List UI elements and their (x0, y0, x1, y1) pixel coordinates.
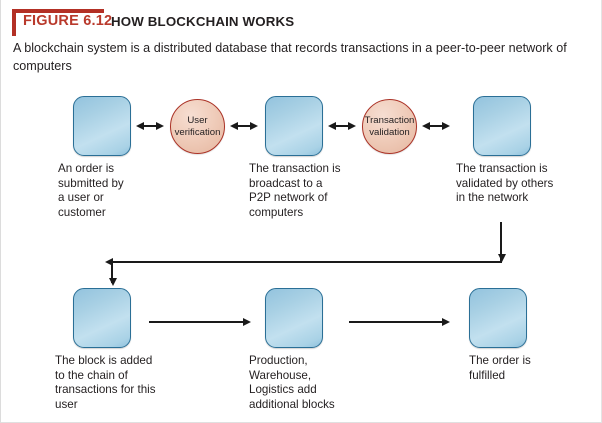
wrap-connector-head-left (105, 257, 113, 266)
caption-order-submitted: An order is submitted by a user or custo… (58, 162, 124, 219)
arrow-validation-box3-head-left (422, 121, 430, 130)
arrow-box1-verification-head-right (156, 121, 164, 130)
figure-description: A blockchain system is a distributed dat… (13, 41, 567, 73)
node-transaction-validated (473, 96, 531, 156)
caption-order-fulfilled: The order is fulfilled (469, 354, 531, 382)
caption-transaction-broadcast: The transaction is broadcast to a P2P ne… (249, 162, 341, 219)
node-production-warehouse (265, 288, 323, 348)
caption-transaction-validated: The transaction is validated by others i… (456, 162, 554, 205)
gate-transaction-validation: Transaction validation (362, 99, 417, 154)
wrap-connector-horizontal (111, 261, 502, 263)
arrow-box1-verification-head-left (136, 121, 144, 130)
arrow-box2-validation-head-right (348, 121, 356, 130)
gate-transaction-validation-label: Transaction validation (364, 115, 415, 138)
caption-production-warehouse: Production, Warehouse, Logistics add add… (249, 354, 335, 411)
wrap-connector-head-down-left (108, 278, 117, 286)
arrow-validation-box3-line (429, 125, 443, 127)
arrow-verification-box2-line (237, 125, 251, 127)
arrow-production-fulfilled-line (349, 321, 443, 323)
wrap-connector-down-right (500, 222, 502, 262)
arrow-production-fulfilled-head (442, 317, 450, 326)
arrow-verification-box2-head-right (250, 121, 258, 130)
figure-bracket-left (12, 9, 16, 36)
arrow-validation-box3-head-right (442, 121, 450, 130)
figure-label: FIGURE 6.12 (23, 13, 113, 29)
node-block-added (73, 288, 131, 348)
arrow-verification-box2-head-left (230, 121, 238, 130)
arrow-box1-verification-line (143, 125, 157, 127)
arrow-box2-validation-line (335, 125, 349, 127)
node-order-fulfilled (469, 288, 527, 348)
gate-user-verification-label: User verification (174, 115, 221, 138)
figure-bracket-top (12, 9, 104, 13)
node-transaction-broadcast (265, 96, 323, 156)
figure-title: HOW BLOCKCHAIN WORKS (111, 14, 295, 29)
arrow-block-production-line (149, 321, 244, 323)
arrow-block-production-head (243, 317, 251, 326)
wrap-connector-down-left (111, 261, 113, 283)
gate-user-verification: User verification (170, 99, 225, 154)
caption-block-added: The block is added to the chain of trans… (55, 354, 156, 411)
arrow-box2-validation-head-left (328, 121, 336, 130)
node-order-submitted (73, 96, 131, 156)
wrap-connector-head-down-right (497, 254, 506, 262)
